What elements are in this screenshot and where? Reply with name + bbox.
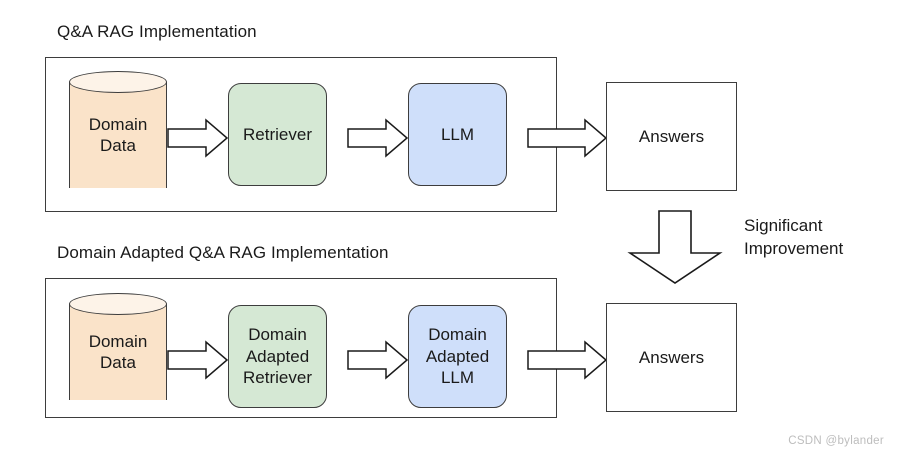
answers-box-row2: Answers: [606, 303, 737, 412]
da-llm-label-line2: Adapted: [425, 346, 490, 366]
data-store-label-row2: Domain Data: [69, 331, 167, 373]
arrow-retriever-to-llm-row1: [347, 118, 409, 158]
cylinder-top-ellipse-row2: [69, 293, 167, 315]
data-store-cylinder-row1: Domain Data: [69, 71, 167, 199]
arrow-llm-to-answers-row1: [527, 118, 608, 158]
data-store-label-row1: Domain Data: [69, 114, 167, 156]
arrow-data-to-retriever-row2: [167, 340, 229, 380]
answers-label-row1: Answers: [638, 126, 705, 146]
llm-box-row1: LLM: [408, 83, 507, 186]
improvement-label-line2: Improvement: [744, 238, 844, 258]
da-retriever-label-line2: Adapted: [245, 346, 310, 366]
domain-adapted-llm-box-row2: Domain Adapted LLM: [408, 305, 507, 408]
data-store-label-line1-row1: Domain: [88, 114, 148, 134]
da-llm-label-line1: Domain: [428, 325, 487, 345]
cylinder-body-row1: [69, 82, 167, 188]
cylinder-top-ellipse-row1: [69, 71, 167, 93]
data-store-label-line2-row2: Data: [100, 353, 136, 372]
significant-improvement-label: Significant Improvement: [744, 215, 843, 261]
watermark-text: CSDN @bylander: [788, 435, 884, 447]
answers-label-row2: Answers: [638, 347, 705, 367]
arrow-llm-to-answers-row2: [527, 340, 608, 380]
pipeline-container-row2: [45, 278, 557, 418]
da-retriever-label-line1: Domain: [248, 325, 307, 345]
cylinder-body-row2: [69, 304, 167, 400]
da-llm-label-line3: LLM: [440, 368, 475, 388]
answers-box-row1: Answers: [606, 82, 737, 191]
retriever-label-row1: Retriever: [243, 124, 312, 144]
da-retriever-label-line3: Retriever: [243, 368, 312, 388]
section-title-row1: Q&A RAG Implementation: [57, 22, 257, 41]
data-store-label-line1-row2: Domain: [88, 331, 148, 351]
data-store-cylinder-row2: Domain Data: [69, 293, 167, 411]
llm-label-row1: LLM: [440, 124, 475, 144]
data-store-label-line2-row1: Data: [100, 136, 136, 155]
section-title-row2: Domain Adapted Q&A RAG Implementation: [57, 243, 389, 262]
domain-adapted-retriever-box-row2: Domain Adapted Retriever: [228, 305, 327, 408]
retriever-box-row1: Retriever: [228, 83, 327, 186]
improvement-label-line1: Significant: [744, 216, 823, 235]
arrow-retriever-to-llm-row2: [347, 340, 409, 380]
significant-improvement-arrow-icon: [627, 210, 723, 284]
arrow-data-to-retriever-row1: [167, 118, 229, 158]
